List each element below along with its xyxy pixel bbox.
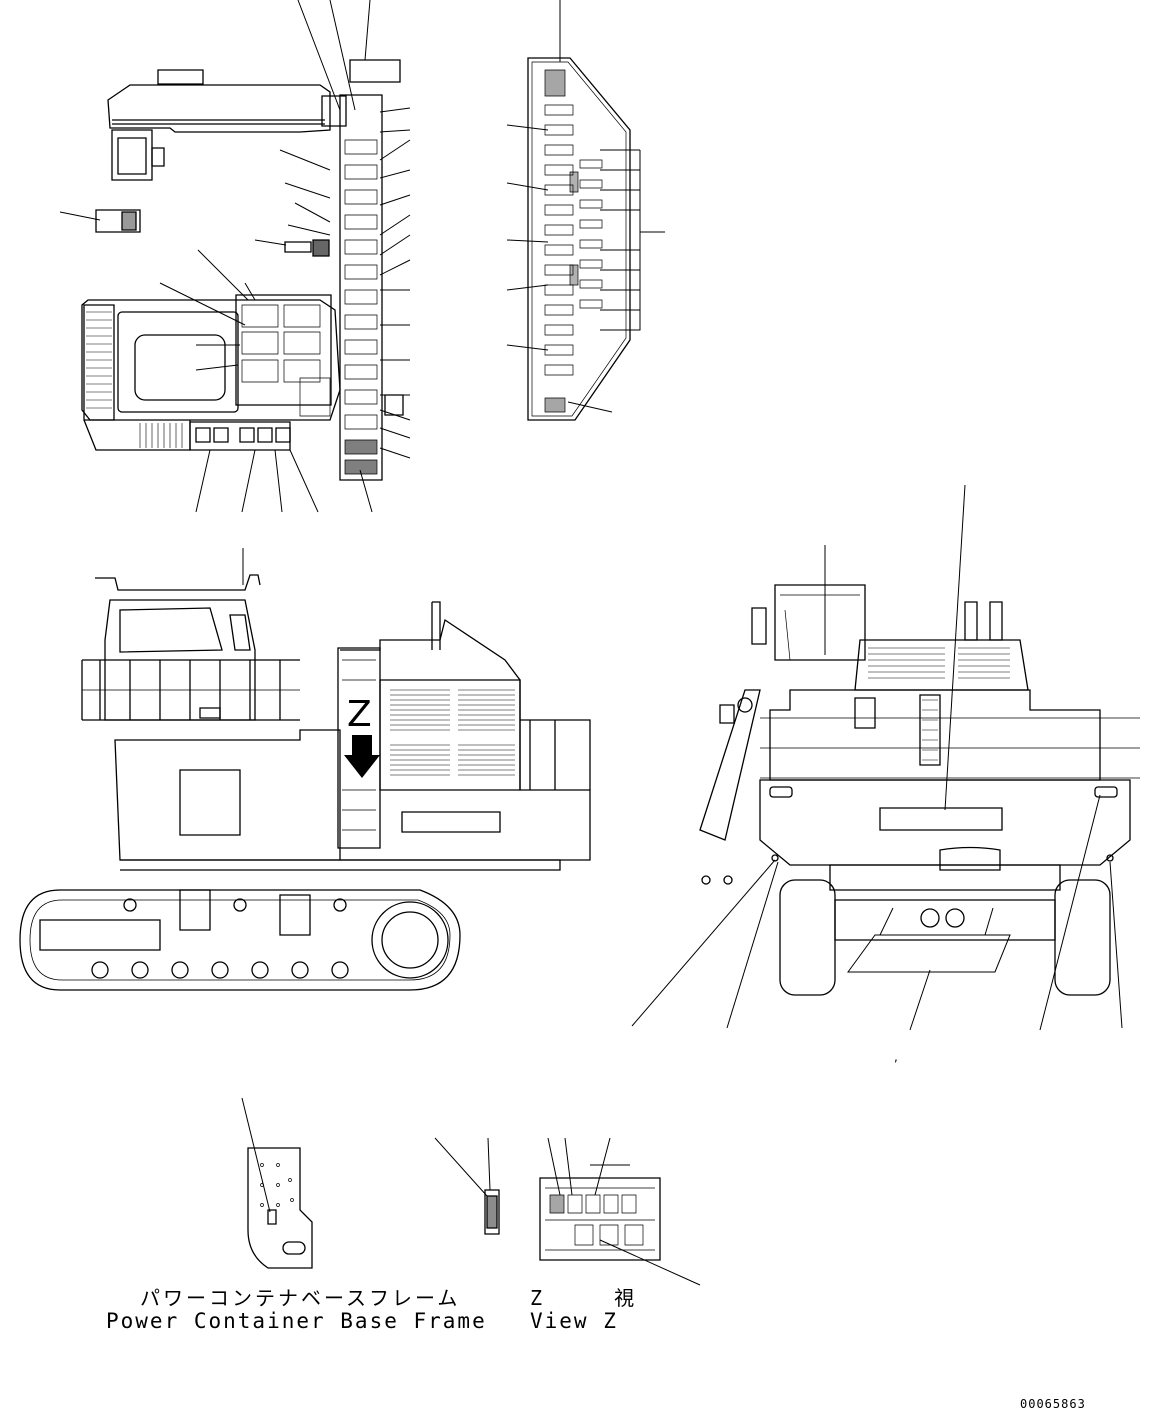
label-panel-view <box>507 0 665 420</box>
top-plan-view <box>60 0 410 512</box>
caption-power-container-jp: パワーコンテナベースフレーム <box>140 1286 461 1310</box>
side-view <box>20 548 590 990</box>
caption-power-container-en: Power Container Base Frame <box>106 1309 487 1333</box>
tick-mark: , <box>894 1050 898 1064</box>
caption-view-z-jp: Z 視 <box>530 1286 665 1310</box>
power-container-base-frame-view <box>242 1098 312 1268</box>
caption-view-z-en: View Z <box>530 1309 618 1333</box>
view-z <box>435 1138 700 1285</box>
drawing-number: 00065863 <box>1020 1397 1086 1411</box>
rear-view <box>632 485 1140 1030</box>
view-z-marker: Z <box>347 694 372 735</box>
